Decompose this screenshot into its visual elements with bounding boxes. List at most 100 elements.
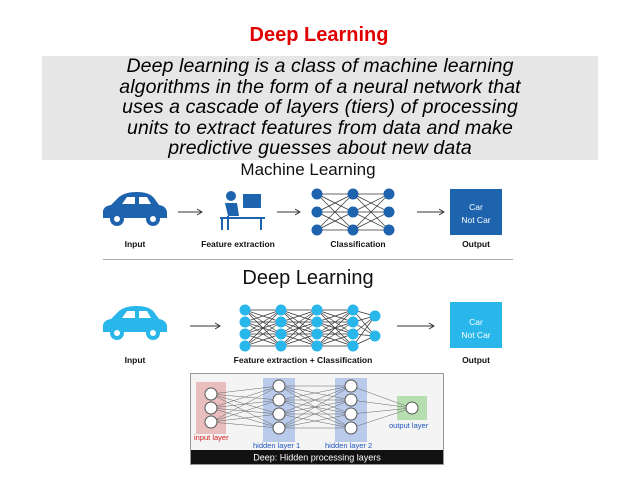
arrow-icon [277,208,301,216]
output-label-car: Car [469,202,483,212]
network-node [311,316,323,328]
network-node [239,304,251,316]
network-edge [278,413,352,429]
network-edge [352,193,390,231]
network-edge [280,333,318,347]
definition-line: predictive guesses about new data [168,137,472,160]
network-node [347,328,359,340]
network-edge [316,211,354,231]
network-edge [280,309,318,335]
network-edge [316,333,354,347]
network-node [383,188,395,200]
network-node [347,224,359,236]
network-node [347,340,359,352]
network-edge [316,309,354,347]
definition-line: algorithms in the form of a neural netwo… [119,75,521,98]
network-node [347,304,359,316]
network-node [311,224,323,236]
label-output-layer: output layer [389,421,429,430]
network-edge [244,309,282,347]
arrow-icon [178,208,203,216]
network-node [347,188,359,200]
output-label-car: Car [469,317,483,327]
car-icon [103,306,167,340]
network-edge [352,211,390,231]
label-input-layer: input layer [194,433,229,442]
dl-diagram [103,302,502,352]
car-icon [103,192,167,226]
network-node [204,401,218,415]
network-node [272,393,286,407]
arrow-icon [417,208,445,216]
network-edge [278,385,352,401]
network-edge [244,309,282,323]
person-at-computer-icon [220,191,265,230]
network-node [383,206,395,218]
network-node [311,328,323,340]
network-node [344,393,358,407]
network-node [275,328,287,340]
network-node [383,224,395,236]
figure-caption: Deep: Hidden processing layers [253,453,381,463]
network-edge [280,309,318,323]
network-edge [280,309,318,347]
output-box [450,302,502,348]
dl-caption-combined: Feature extraction + Classification [233,355,373,365]
network-edge [316,193,354,231]
network-edge [210,421,280,429]
ml-diagram [103,188,502,236]
ml-caption-feature: Feature extraction [201,239,275,249]
network-node [239,316,251,328]
dl-caption-output: Output [462,355,490,365]
network-edge [316,193,354,213]
deep-neural-network-icon [239,304,381,352]
definition-text: Deep learning is a class of machine lear… [42,56,598,159]
network-edge [278,399,352,429]
network-node [272,379,286,393]
network-edge [244,333,282,347]
ml-caption-classification: Classification [330,239,386,249]
network-edge [350,385,413,409]
definition-line: uses a cascade of layers (tiers) of proc… [122,96,518,119]
network-edge [210,385,280,409]
network-node [347,316,359,328]
network-node [239,340,251,352]
network-edge [278,385,352,429]
definition-line: units to extract features from data and … [127,116,513,139]
network-node [204,387,218,401]
network-edge [350,407,413,429]
network-edge [210,413,280,423]
network-node [275,340,287,352]
network-node [347,206,359,218]
label-hidden-layer-2: hidden layer 2 [325,441,372,450]
network-edge [210,399,280,423]
network-edge [280,321,318,347]
label-hidden-layer-1: hidden layer 1 [253,441,300,450]
neural-network-icon [311,188,395,236]
network-edge [244,321,282,347]
dl-output-labels: Car Not Car [450,316,502,342]
network-node [275,316,287,328]
slide-title: Deep Learning [249,24,389,46]
network-node [344,407,358,421]
network-edge [316,309,354,323]
network-edge [278,385,352,415]
ml-heading: Machine Learning [240,160,376,179]
layer-network-icon [204,379,419,435]
network-edge [244,309,282,335]
network-node [272,407,286,421]
hidden-layers-figure: input layer hidden layer 1 hidden layer … [190,373,444,465]
output-label-not-car: Not Car [461,215,491,225]
network-node [311,304,323,316]
output-label-not-car: Not Car [461,330,491,340]
ml-caption-output: Output [462,239,490,249]
network-edge [350,399,413,409]
network-node [204,415,218,429]
network-node [275,304,287,316]
network-node [311,188,323,200]
network-node [405,401,419,415]
network-node [369,330,381,342]
network-node [344,379,358,393]
network-edge [352,315,376,347]
definition-line: Deep learning is a class of machine lear… [126,55,514,77]
